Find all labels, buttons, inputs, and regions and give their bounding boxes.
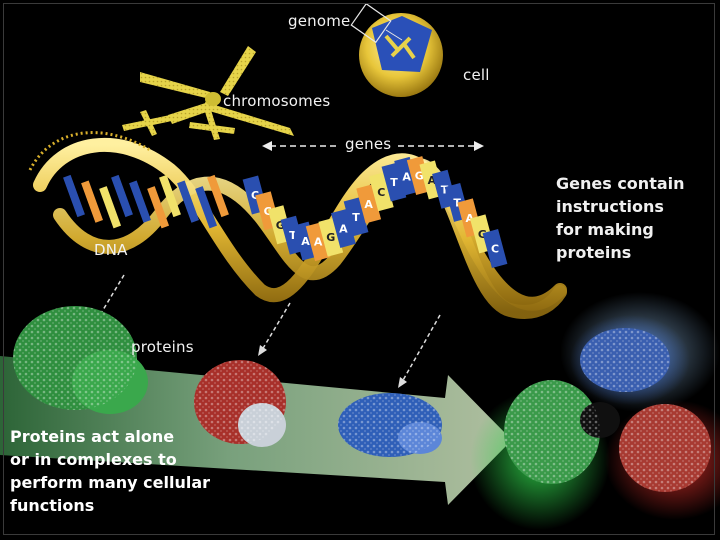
base-letter: A [364, 198, 373, 211]
base-pair-rung [293, 221, 318, 261]
base-pair-rung [111, 174, 133, 218]
base-letter: A [301, 235, 310, 248]
genes-note: Genes contain instructions for making pr… [556, 172, 685, 264]
base-pair-rung [129, 180, 151, 223]
base-letter: C [377, 186, 385, 199]
base-letter: T [289, 229, 297, 242]
base-letter: G [415, 170, 424, 183]
base-letter: G [326, 231, 335, 244]
base-pair-rung [159, 174, 181, 218]
base-letter: G [478, 228, 487, 241]
protein-green [13, 306, 148, 414]
base-pair-rung [381, 162, 407, 202]
base-pair-rung [207, 174, 229, 218]
base-letter: A [314, 236, 323, 249]
base-letter: C [264, 205, 272, 218]
label-chromosomes: chromosomes [223, 92, 331, 110]
proteins-note-line: perform many cellular [10, 473, 211, 492]
base-pair-rung [318, 217, 344, 257]
base-pair-rung [343, 197, 369, 237]
base-letter: A [339, 222, 348, 235]
proteins-note: Proteins act alone or in complexes to pe… [10, 425, 210, 517]
base-pair-rung [482, 229, 508, 268]
base-letter: G [276, 219, 285, 232]
base-letter: T [441, 183, 449, 196]
base-pair-rung [177, 180, 199, 223]
label-genome: genome [288, 12, 351, 30]
proteins-note-line: or in complexes to [10, 450, 177, 469]
genes-note-line: Genes contain [556, 174, 685, 193]
base-letter: A [428, 174, 437, 187]
base-pair-rung [356, 184, 382, 224]
label-dna: DNA [94, 241, 128, 259]
protein-blue [338, 393, 442, 457]
cell-sphere [359, 13, 443, 97]
base-letter: C [251, 189, 259, 202]
label-proteins: proteins [131, 338, 194, 356]
protein-complex [470, 292, 720, 530]
chromosome-small-right [189, 110, 235, 140]
label-genes: genes [345, 135, 392, 153]
base-letter: T [352, 211, 360, 224]
base-pair-rung [394, 156, 419, 196]
base-pair-rung [195, 186, 218, 229]
genes-bracket [262, 141, 484, 151]
label-cell: cell [463, 66, 490, 84]
genes-note-line: instructions [556, 197, 664, 216]
base-pair-rung [305, 222, 331, 262]
genes-note-line: proteins [556, 243, 632, 262]
base-pair-rung [331, 209, 356, 248]
genome-pointer [350, 2, 403, 44]
chromosome-large [140, 46, 294, 136]
proteins-note-line: functions [10, 496, 95, 515]
base-letter: C [491, 243, 499, 256]
chromosome-small-left [122, 110, 172, 136]
base-pair-rung [99, 186, 122, 229]
base-pair-rung [147, 186, 170, 229]
base-pair-rung [81, 180, 103, 223]
base-pair-rung [63, 174, 85, 218]
base-letter: T [390, 176, 398, 189]
base-letter: A [402, 170, 411, 183]
base-letter: T [453, 196, 461, 209]
proteins-note-line: Proteins act alone [10, 427, 175, 446]
base-pair-rung [368, 172, 394, 212]
base-letter: A [465, 212, 474, 225]
genes-note-line: for making [556, 220, 654, 239]
protein-red [194, 360, 286, 447]
